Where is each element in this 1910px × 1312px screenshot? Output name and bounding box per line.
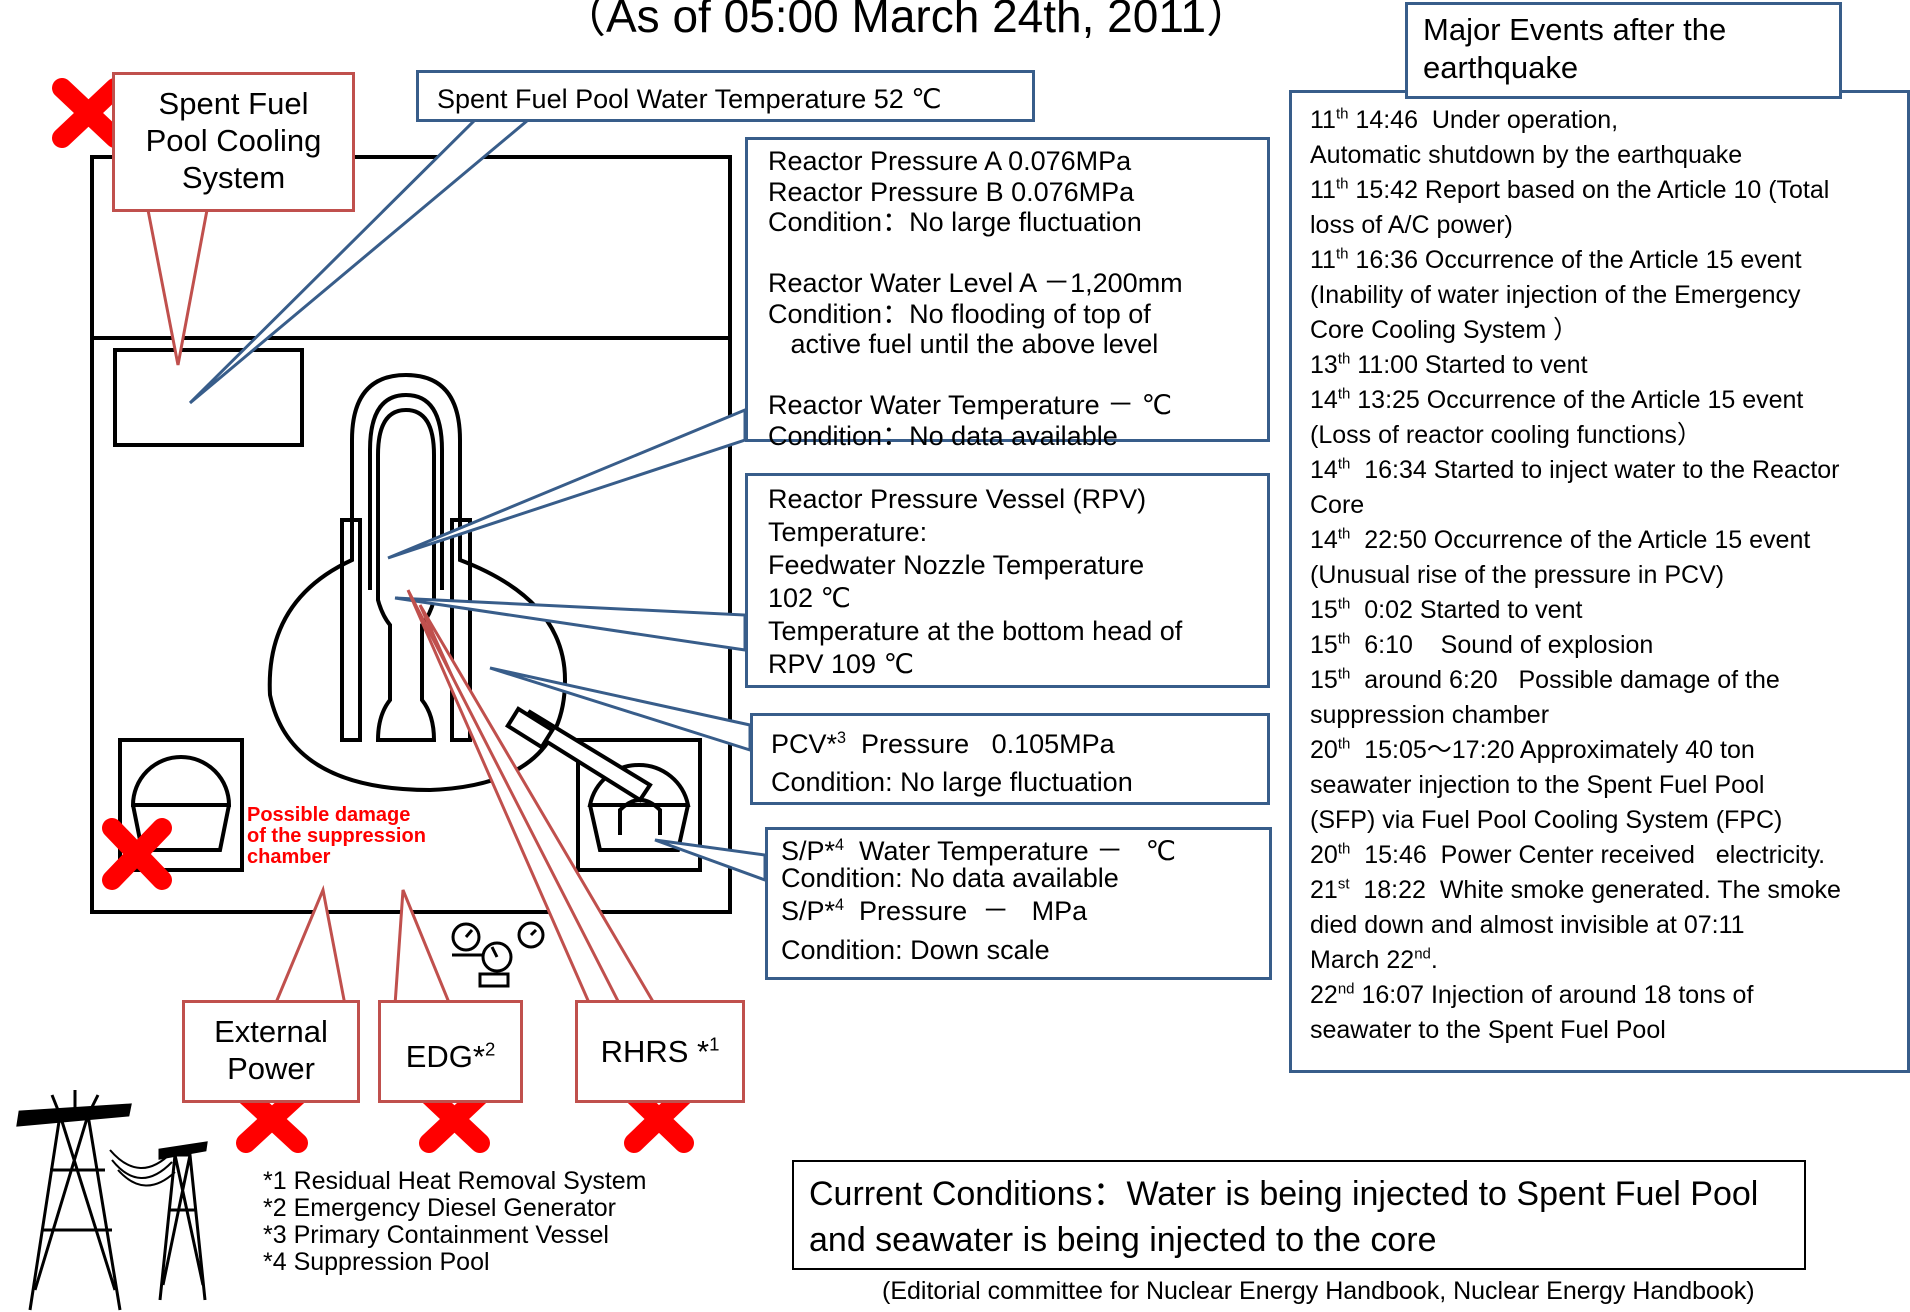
event-line: 20th 15:05～17:20 Approximately 40 ton xyxy=(1310,735,1755,764)
event-line: Automatic shutdown by the earthquake xyxy=(1310,141,1743,169)
spent-fuel-pool-cooling-callout: Spent Fuel Pool Cooling System xyxy=(112,72,355,212)
callout-line: Spent Fuel xyxy=(158,86,309,121)
event-line: 22nd 16:07 Injection of around 18 tons o… xyxy=(1310,980,1754,1009)
event-line: 21st 18:22 White smoke generated. The sm… xyxy=(1310,875,1841,904)
reactor-line: Condition：No data available xyxy=(768,420,1118,451)
source-citation: (Editorial committee for Nuclear Energy … xyxy=(882,1277,1755,1305)
event-line: suppression chamber xyxy=(1310,701,1550,729)
rpv-line: RPV 109 ℃ xyxy=(768,649,914,679)
failure-crosses xyxy=(52,78,694,1153)
sp-temperature-line: S/P*4 Water Temperature － ℃ xyxy=(781,836,1176,866)
rpv-line: Temperature: xyxy=(768,517,928,547)
rpv-line: Feedwater Nozzle Temperature xyxy=(768,550,1145,580)
current-conditions-line: Current Conditions：Water is being inject… xyxy=(809,1175,1759,1213)
sp-condition-line: Condition: No data available xyxy=(781,863,1119,893)
pool-temperature-box: Spent Fuel Pool Water Temperature 52 ℃ xyxy=(416,70,1035,122)
cross-suppression-icon xyxy=(102,818,172,890)
callout-line: Pool Cooling xyxy=(145,123,322,159)
cross-edg-icon xyxy=(419,1085,490,1153)
event-line: 14th 22:50 Occurrence of the Article 15 … xyxy=(1310,525,1811,554)
current-conditions-box: Current Conditions：Water is being inject… xyxy=(792,1160,1806,1270)
rpv-line: Reactor Pressure Vessel (RPV) xyxy=(768,484,1147,514)
event-line: 11th 16:36 Occurrence of the Article 15 … xyxy=(1310,245,1802,274)
callout-line: System xyxy=(181,160,286,196)
suppression-pool-box: S/P*4 Water Temperature － ℃ Condition: N… xyxy=(765,827,1272,980)
events-list: 11th 14:46 Under operation, Automatic shu… xyxy=(1310,103,1907,1048)
footnote: *3 Primary Containment Vessel xyxy=(263,1221,609,1249)
reactor-line xyxy=(768,238,1267,269)
edg-label: EDG*2 xyxy=(405,1038,496,1074)
reactor-line: Reactor Pressure A 0.076MPa xyxy=(768,146,1132,176)
suppression-damage-label: Possible damage of the suppression chamb… xyxy=(247,805,426,868)
pcv-pressure-box: PCV*3 Pressure 0.105MPa Condition: No la… xyxy=(750,713,1270,805)
event-line: seawater injection to the Spent Fuel Poo… xyxy=(1310,771,1765,799)
reactor-line: Reactor Water Temperature － ℃ xyxy=(768,390,1172,420)
rpv-line: Temperature at the bottom head of xyxy=(768,616,1183,646)
event-line: 14th 16:34 Started to inject water to th… xyxy=(1310,455,1840,484)
event-line: 15th 0:02 Started to vent xyxy=(1310,595,1583,624)
damage-line: of the suppression xyxy=(247,825,426,847)
event-line: (Inability of water injection of the Eme… xyxy=(1310,281,1801,309)
gauges-icon xyxy=(451,921,545,988)
page-title: （As of 05:00 March 24th, 2011） xyxy=(560,0,1253,42)
event-line: seawater to the Spent Fuel Pool xyxy=(1310,1016,1666,1044)
damage-line: chamber xyxy=(247,846,331,868)
event-line: 11th 15:42 Report based on the Article 1… xyxy=(1310,175,1830,204)
reactor-status-box: Reactor Pressure A 0.076MPa Reactor Pres… xyxy=(745,137,1270,451)
events-header-line: earthquake xyxy=(1423,50,1579,85)
event-line: Core xyxy=(1310,491,1365,519)
event-line: March 22nd. xyxy=(1310,945,1438,974)
reactor-line: Condition：No flooding of top of xyxy=(768,298,1151,329)
events-header-line: Major Events after the xyxy=(1423,12,1727,47)
cross-rhrs-icon xyxy=(624,1085,694,1153)
callout-line: Power xyxy=(227,1051,315,1087)
event-line: (Loss of reactor cooling functions） xyxy=(1310,421,1702,449)
event-line: Core Cooling System ） xyxy=(1310,316,1579,344)
event-line: died down and almost invisible at 07:11 xyxy=(1310,911,1745,939)
event-line: (SFP) via Fuel Pool Cooling System (FPC) xyxy=(1310,806,1783,834)
transmission-towers-icon xyxy=(16,1090,208,1311)
footnote: *1 Residual Heat Removal System xyxy=(263,1167,647,1195)
suppression-chamber-right xyxy=(504,706,702,872)
rpv-temperature-box: Reactor Pressure Vessel (RPV) Temperatur… xyxy=(745,473,1270,688)
rhrs-label: RHRS *1 xyxy=(600,1033,720,1069)
reactor-line: Reactor Water Level A －1,200mm xyxy=(768,268,1183,298)
edg-callout: EDG*2 xyxy=(378,1000,523,1103)
reactor-line: Reactor Pressure B 0.076MPa xyxy=(768,176,1135,207)
cross-spent-fuel-cooling-icon xyxy=(52,78,125,148)
reactor-line xyxy=(768,360,1267,391)
sp-pressure-line: S/P*4 Pressure － MPa xyxy=(781,896,1088,926)
footnotes: *1 Residual Heat Removal System *2 Emerg… xyxy=(263,1168,647,1276)
event-line: 14th 13:25 Occurrence of the Article 15 … xyxy=(1310,385,1804,414)
event-line: 15th around 6:20 Possible damage of the xyxy=(1310,665,1780,694)
cross-external-power-icon xyxy=(236,1085,308,1153)
callout-line: External xyxy=(214,1014,328,1049)
event-line: 20th 15:46 Power Center received electri… xyxy=(1310,840,1826,869)
rpv-line: 102 ℃ xyxy=(768,583,851,613)
rhrs-callout: RHRS *1 xyxy=(575,1000,745,1103)
major-events-panel: 11th 14:46 Under operation, Automatic shu… xyxy=(1289,90,1910,1073)
damage-line: Possible damage xyxy=(247,804,411,826)
event-line: (Unusual rise of the pressure in PCV) xyxy=(1310,561,1725,589)
reactor-line: active fuel until the above level xyxy=(768,329,1159,359)
footnote: *2 Emergency Diesel Generator xyxy=(263,1194,616,1222)
sp-condition-line: Condition: Down scale xyxy=(781,935,1050,965)
event-line: 15th 6:10 Sound of explosion xyxy=(1310,630,1654,659)
event-line: 13th 11:00 Started to vent xyxy=(1310,350,1588,379)
reactor-line: Condition：No large fluctuation xyxy=(768,207,1142,237)
major-events-header: Major Events after the earthquake xyxy=(1405,2,1842,99)
event-line: loss of A/C power) xyxy=(1310,211,1513,239)
pool-temperature-text: Spent Fuel Pool Water Temperature 52 ℃ xyxy=(437,84,942,114)
pcv-pressure-line: PCV*3 Pressure 0.105MPa xyxy=(771,729,1115,759)
pcv-condition-line: Condition: No large fluctuation xyxy=(771,767,1133,797)
suppression-chamber-left xyxy=(118,738,244,872)
footnote: *4 Suppression Pool xyxy=(263,1248,490,1276)
current-conditions-line: and seawater is being injected to the co… xyxy=(809,1221,1437,1259)
spent-fuel-pool xyxy=(113,348,304,447)
event-line: 11th 14:46 Under operation, xyxy=(1310,105,1619,134)
external-power-callout: External Power xyxy=(182,1000,360,1103)
